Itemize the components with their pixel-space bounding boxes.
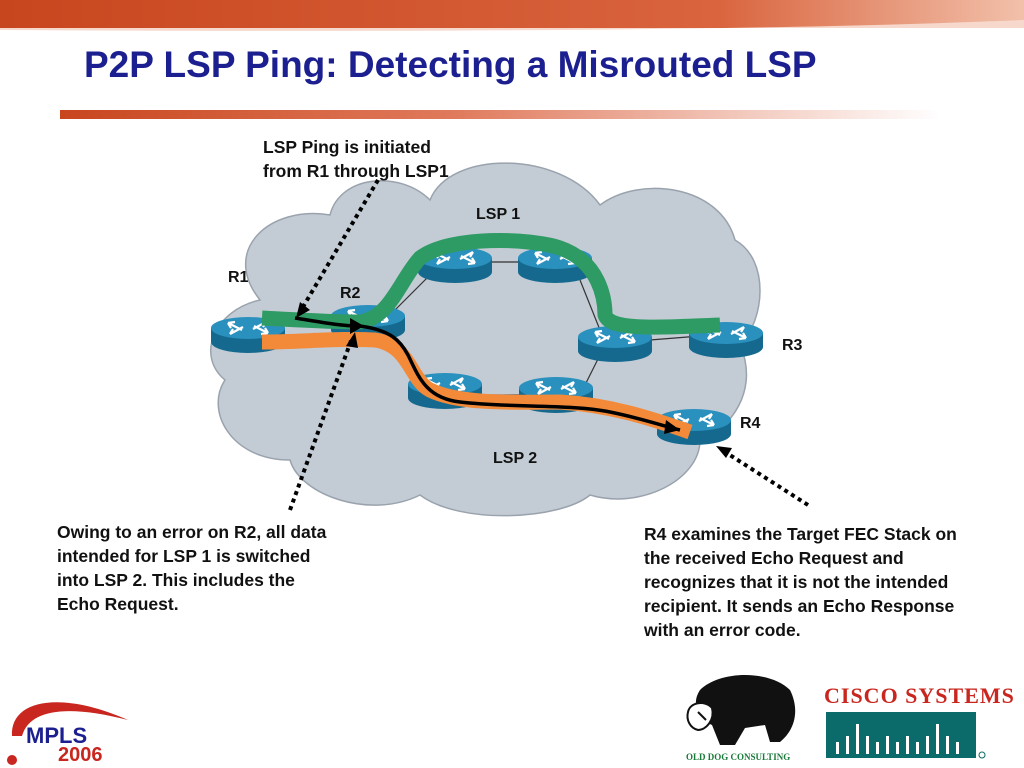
mpls-logo-text: MPLS <box>26 723 88 748</box>
callout-line: from R1 through LSP1 <box>263 161 449 181</box>
callout-line: Owing to an error on R2, all data <box>57 522 327 542</box>
callout-line: R4 examines the Target FEC Stack on <box>644 524 957 544</box>
callout-line: intended for LSP 1 is switched <box>57 546 311 566</box>
old-dog-logo-graphic <box>686 675 796 745</box>
old-dog-logo-text: OLD DOG CONSULTING <box>686 752 791 762</box>
mpls-logo-graphic <box>7 702 129 765</box>
lsp2-label: LSP 2 <box>493 450 538 467</box>
lsp1-label: LSP 1 <box>476 206 521 223</box>
error-leader <box>288 337 354 511</box>
callout-line: the received Echo Request and <box>644 548 904 568</box>
router-label-r4: R4 <box>740 415 761 432</box>
cisco-logo-graphic <box>826 712 986 759</box>
cisco-logo-text: CISCO SYSTEMS <box>824 683 1015 708</box>
initiation-leader <box>298 178 380 314</box>
callout-line: into LSP 2. This includes the <box>57 570 295 590</box>
initiation-callout: LSP Ping is initiated from R1 through LS… <box>263 135 449 183</box>
router-label-r3: R3 <box>782 337 803 354</box>
router-label-r2: R2 <box>340 285 361 302</box>
callout-line: recipient. It sends an Echo Response <box>644 596 955 616</box>
callout-line: Echo Request. <box>57 594 179 614</box>
lsp1-entry-arrowhead <box>350 318 364 334</box>
slide-title: P2P LSP Ping: Detecting a Misrouted LSP <box>84 44 817 85</box>
callout-line: recognizes that it is not the intended <box>644 572 949 592</box>
network-cloud <box>209 162 761 517</box>
mpls-logo-year: 2006 <box>58 744 103 766</box>
title-rule <box>60 110 940 119</box>
error-callout: Owing to an error on R2, all data intend… <box>57 520 326 616</box>
router-label-r1: R1 <box>228 269 249 286</box>
response-callout: R4 examines the Target FEC Stack on the … <box>644 522 957 642</box>
top-band <box>0 0 1024 28</box>
response-leader <box>720 448 810 507</box>
callout-line: with an error code. <box>644 620 801 640</box>
lsp1-path <box>261 232 721 335</box>
callout-line: LSP Ping is initiated <box>263 137 431 157</box>
echo-request-arrowhead <box>664 420 680 434</box>
